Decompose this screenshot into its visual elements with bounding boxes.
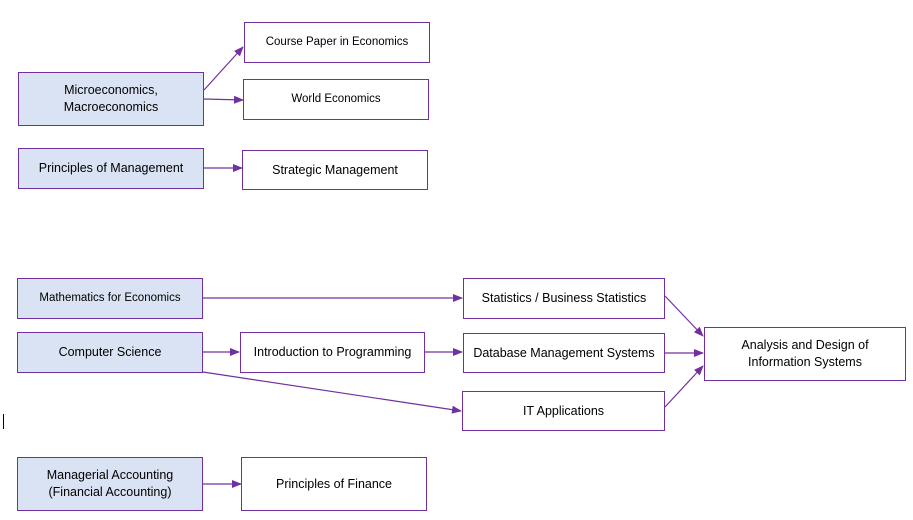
node-label: Database Management Systems — [473, 345, 655, 360]
node-computer-science: Computer Science — [17, 332, 203, 373]
arrow-micro-macro-to-course-paper — [203, 46, 244, 91]
node-label: Statistics / Business Statistics — [481, 291, 647, 305]
node-label: Principles of Finance — [275, 476, 393, 491]
node-label-line: Information Systems — [748, 355, 862, 369]
node-it-applications: IT Applications — [462, 391, 665, 431]
node-label-line: Analysis and Design of — [741, 338, 869, 352]
node-strategic-management: Strategic Management — [242, 150, 428, 190]
node-world-economics: World Economics — [243, 79, 429, 120]
arrow-it-applications-to-analysis-design — [664, 365, 704, 408]
node-label-line: (Financial Accounting) — [48, 485, 172, 499]
node-label-line: Macroeconomics — [63, 100, 159, 114]
node-principles-finance: Principles of Finance — [241, 457, 427, 511]
node-label: Introduction to Programming — [253, 345, 412, 359]
node-mathematics-economics: Mathematics for Economics — [17, 278, 203, 319]
arrow-micro-macro-to-world-economics — [203, 95, 244, 104]
node-course-paper-economics: Course Paper in Economics — [244, 22, 430, 63]
node-label: Principles of Management — [38, 161, 184, 175]
node-managerial-accounting: Managerial Accounting (Financial Account… — [17, 457, 203, 511]
arrow-computer-science-to-it-applications — [202, 371, 462, 414]
node-label-line: Managerial Accounting — [46, 468, 174, 482]
node-analysis-design-information-systems: Analysis and Design of Information Syste… — [704, 327, 906, 381]
node-statistics: Statistics / Business Statistics — [463, 278, 665, 319]
arrow-statistics-to-analysis-design — [664, 295, 704, 337]
node-label: Mathematics for Economics — [39, 292, 181, 304]
node-micro-macroeconomics: Microeconomics, Macroeconomics — [18, 72, 204, 126]
text-cursor — [3, 414, 4, 429]
node-database-management-systems: Database Management Systems — [463, 333, 665, 373]
node-label: IT Applications — [522, 403, 605, 418]
node-label: Computer Science — [58, 345, 162, 359]
node-intro-programming: Introduction to Programming — [240, 332, 425, 373]
node-label: Strategic Management — [272, 162, 398, 177]
node-principles-management: Principles of Management — [18, 148, 204, 189]
node-label-line: Microeconomics, — [64, 83, 158, 97]
node-label: Course Paper in Economics — [265, 36, 409, 48]
node-label: World Economics — [291, 93, 381, 105]
